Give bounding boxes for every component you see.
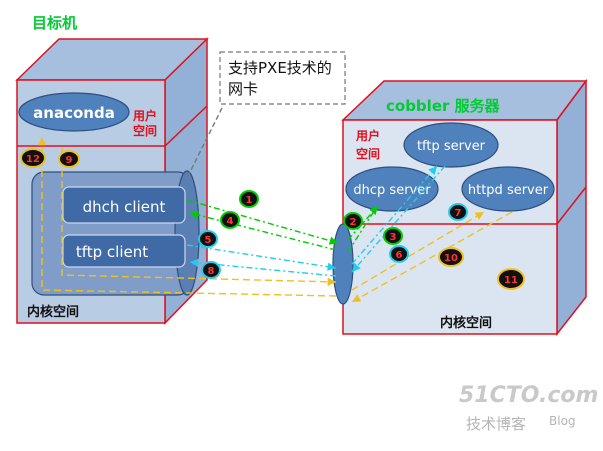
tftp-client-node: tftp client bbox=[62, 234, 186, 268]
watermark-blog: Blog bbox=[549, 414, 576, 428]
arrow-step-7 bbox=[351, 165, 446, 273]
arrow-step-9 bbox=[61, 148, 337, 286]
svg-text:9: 9 bbox=[66, 155, 73, 166]
badge-3: 3 bbox=[383, 227, 403, 245]
svg-text:10: 10 bbox=[444, 253, 458, 264]
svg-text:8: 8 bbox=[208, 266, 215, 277]
badge-12: 12 bbox=[20, 148, 46, 168]
svg-text:2: 2 bbox=[350, 217, 357, 228]
server-kernel-space: 内核空间 bbox=[440, 315, 492, 331]
svg-text:3: 3 bbox=[390, 232, 397, 243]
arrow-step-5 bbox=[186, 244, 337, 271]
callout-line-2: 网卡 bbox=[228, 80, 258, 98]
server-user-space-2: 空间 bbox=[356, 146, 380, 161]
badge-6: 6 bbox=[389, 245, 409, 263]
watermark-main: 51CTO.com bbox=[459, 383, 598, 408]
arrow-step-1 bbox=[186, 199, 339, 245]
arrow-step-11 bbox=[351, 211, 513, 303]
svg-text:1: 1 bbox=[246, 195, 253, 206]
badge-4: 4 bbox=[220, 211, 240, 229]
flow-arrows bbox=[37, 107, 513, 303]
httpd-server-node: httpd server bbox=[461, 166, 555, 212]
badge-8: 8 bbox=[201, 261, 221, 279]
target-user-space-1: 用户 bbox=[132, 108, 157, 123]
svg-text:5: 5 bbox=[205, 235, 212, 246]
svg-text:4: 4 bbox=[227, 216, 234, 227]
step-badges: 1 2 3 4 5 6 7 8 9 10 11 12 bbox=[20, 148, 525, 290]
badge-11: 11 bbox=[497, 268, 525, 290]
pxe-callout: 支持PXE技术的 网卡 bbox=[219, 51, 346, 105]
dhcp-server-label: dhcp server bbox=[353, 183, 431, 198]
anaconda-node: anaconda bbox=[18, 92, 130, 132]
callout-line-1: 支持PXE技术的 bbox=[228, 59, 332, 77]
tftp-client-label: tftp client bbox=[76, 243, 148, 261]
arrow-step-4 bbox=[189, 210, 337, 251]
tftp-server-label: tftp server bbox=[417, 139, 486, 154]
target-user-space-2: 空间 bbox=[133, 123, 157, 138]
target-title: 目标机 bbox=[32, 14, 77, 32]
dhcp-client-node: dhch client bbox=[62, 186, 186, 224]
server-nic-ellipse bbox=[332, 223, 354, 305]
tftp-server-node: tftp server bbox=[403, 122, 499, 168]
server-user-space-1: 用户 bbox=[355, 128, 380, 143]
badge-10: 10 bbox=[438, 247, 464, 267]
svg-text:12: 12 bbox=[26, 154, 40, 165]
badge-9: 9 bbox=[58, 150, 80, 168]
arrow-step-6 bbox=[351, 165, 438, 265]
callout-pointer bbox=[185, 107, 223, 181]
watermark-sub: 技术博客 bbox=[466, 415, 526, 433]
target-kernel-space: 内核空间 bbox=[27, 304, 79, 320]
badge-2: 2 bbox=[343, 212, 363, 230]
badge-7: 7 bbox=[448, 203, 468, 221]
anaconda-label: anaconda bbox=[33, 104, 115, 122]
httpd-server-label: httpd server bbox=[468, 183, 549, 198]
arrow-step-3 bbox=[347, 207, 377, 253]
watermark-logo: 51CTO.com 技术博客 Blog bbox=[459, 383, 598, 433]
dhcp-client-label: dhch client bbox=[83, 198, 166, 216]
svg-text:6: 6 bbox=[396, 250, 403, 261]
svg-text:7: 7 bbox=[455, 208, 462, 219]
badge-5: 5 bbox=[198, 230, 218, 248]
badge-1: 1 bbox=[239, 190, 259, 208]
arrow-step-10 bbox=[351, 211, 485, 291]
svg-text:11: 11 bbox=[504, 275, 518, 286]
arrow-step-12 bbox=[37, 137, 337, 297]
server-title: cobbler 服务器 bbox=[386, 97, 501, 115]
